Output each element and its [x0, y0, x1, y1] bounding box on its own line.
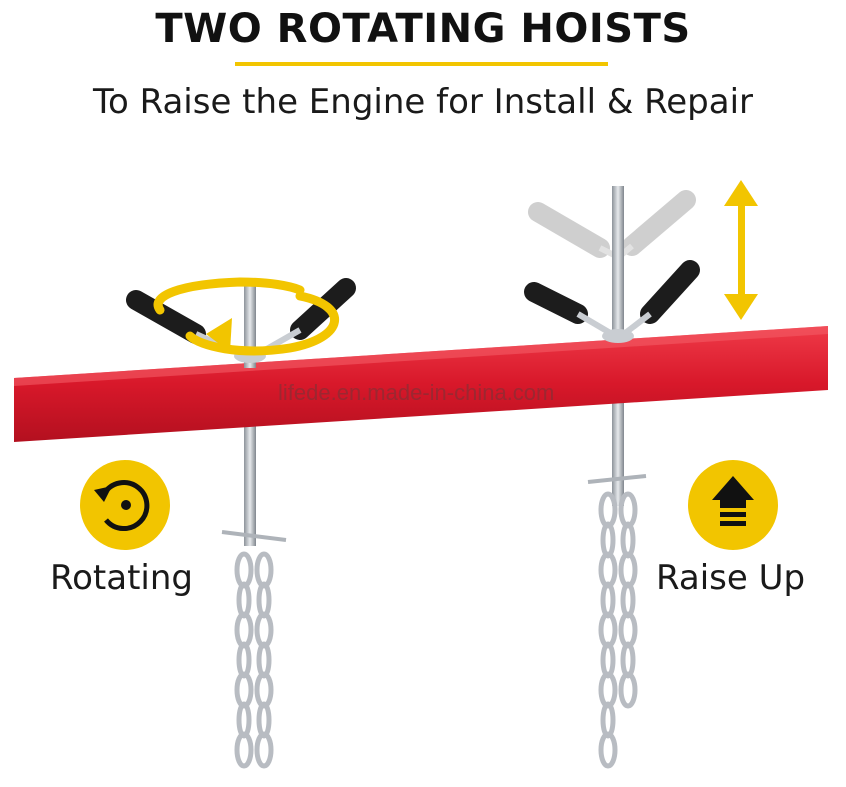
left-wing-bar: [221, 530, 287, 542]
title-underline: [235, 62, 608, 66]
vertical-double-arrow-icon: [724, 180, 758, 320]
red-crossbeam: [14, 326, 828, 442]
rotating-label: Rotating: [50, 558, 193, 598]
right-chain: [598, 491, 638, 769]
right-wing-bar: [587, 474, 647, 484]
right-hoist-handles: [524, 260, 700, 343]
page-subtitle: To Raise the Engine for Install & Repair: [92, 82, 754, 122]
rotate-cw-icon: [80, 460, 170, 550]
left-chain: [234, 551, 274, 769]
watermark: lifede.en.made-in-china.com: [278, 380, 555, 405]
page-title: TWO ROTATING HOISTS: [155, 6, 691, 52]
raise-up-label: Raise Up: [656, 558, 806, 598]
arrow-up-icon: [688, 460, 778, 550]
circular-arrow-icon: [153, 277, 339, 356]
